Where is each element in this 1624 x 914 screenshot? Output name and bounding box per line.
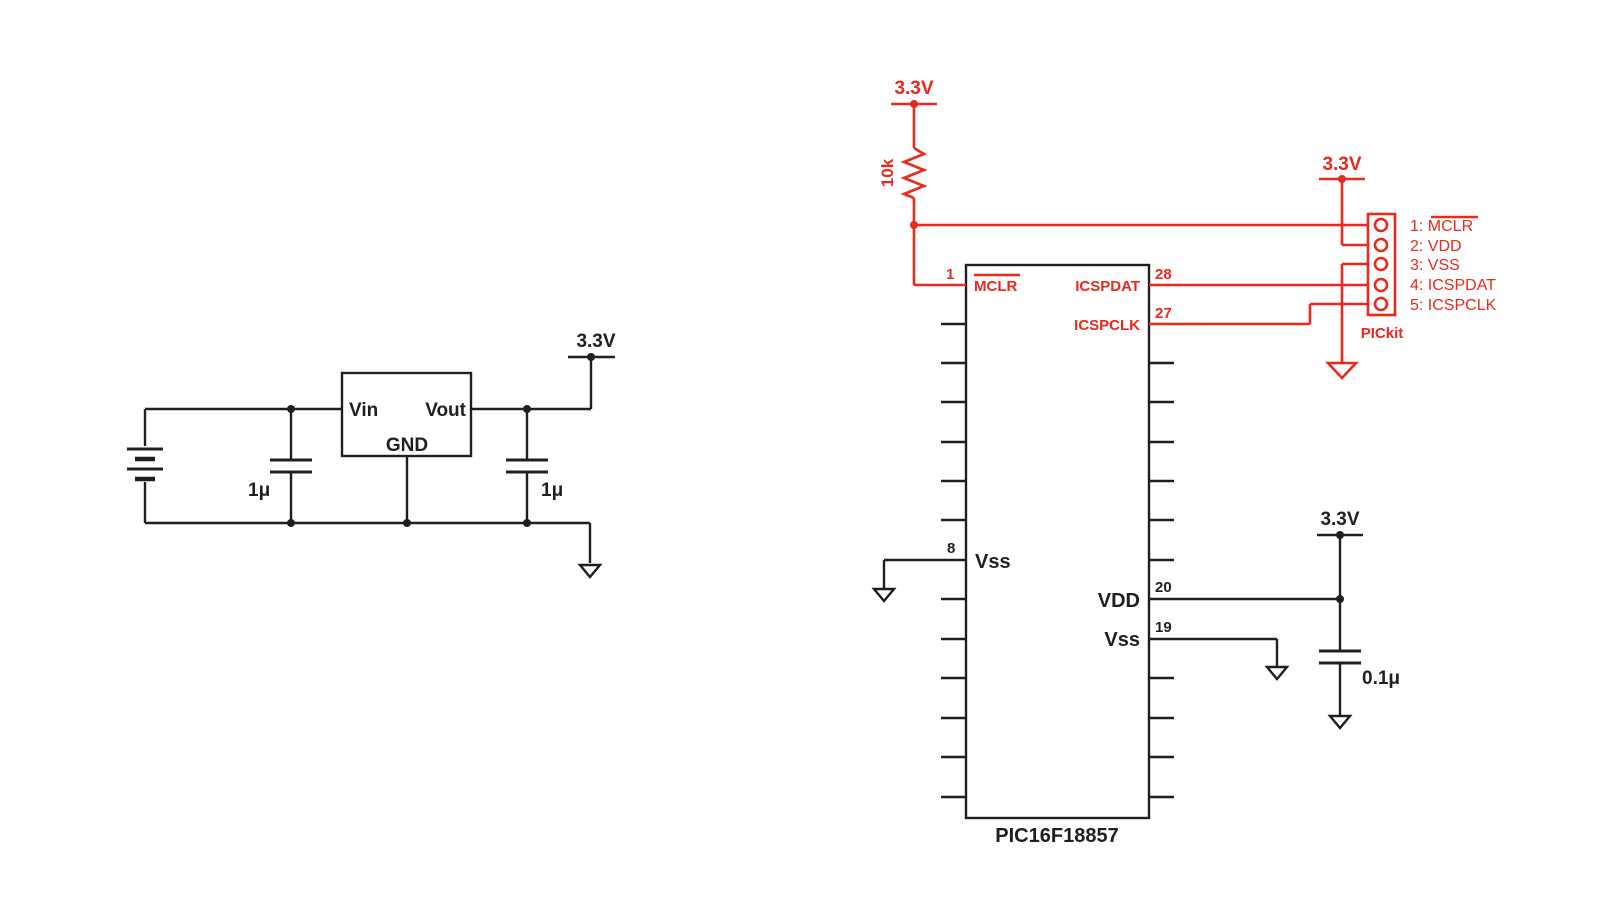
ground-symbol [1325,361,1359,380]
mcu-left-pins [941,322,966,799]
supply-wires [145,355,615,563]
regulator-box [340,371,473,458]
header-pin-label: 2: VDD [1410,238,1462,255]
regulator-vout-label: Vout [425,400,466,421]
resistor-label: 10k [878,158,897,187]
pin-8-ground-wire [882,558,941,588]
ground-symbol [1264,665,1290,681]
junction-dot [910,100,918,108]
header-pin-label: 3: VSS [1410,257,1460,274]
pin-8-name: Vss [975,551,1011,573]
header-pin-label: 4: ICSPDAT [1410,277,1496,294]
header-pin [1373,256,1389,272]
header-supply-label: 3.3V [1322,154,1361,175]
junction-dot [1336,531,1344,539]
junction-dot [523,519,531,527]
pin-28-name: ICSPDAT [1075,278,1140,295]
capacitor-input-label: 1μ [248,480,270,501]
header-name: PICkit [1361,325,1404,342]
junction-dot [523,405,531,413]
header-vdd-wire [1319,177,1368,247]
mcu-body [964,263,1151,820]
junction-dot [910,221,918,229]
icsp-wires [1149,283,1368,326]
header-pin [1373,277,1389,293]
header-pin [1373,237,1389,253]
capacitor-input [270,409,312,523]
regulator-gnd-label: GND [386,435,428,456]
decoupling-capacitor [1317,533,1363,715]
capacitor-output-label: 1μ [541,480,563,501]
header-vss-wire [1340,262,1368,362]
pin-19-number: 19 [1155,619,1172,636]
pin-19-name: Vss [1104,629,1140,651]
junction-dot [403,519,411,527]
pin-1-name: MCLR [974,278,1017,295]
junction-dot [1338,175,1346,183]
mcu-part-name: PIC16F18857 [995,825,1118,847]
pin-27-number: 27 [1155,305,1172,322]
pin-27-name: ICSPCLK [1074,317,1140,334]
junction-dot [287,405,295,413]
mcu-section: 3.3V 0.1μ 8 Vss 20 VDD 19 Vss PIC16F1885… [871,263,1400,847]
ground-symbol [871,587,897,603]
resistor-10k [900,146,928,200]
ground-symbol [577,563,603,579]
programming-section: 3.3V 10k 3.3V PICkit 1: MCLR 2: VDD 3: V… [878,78,1497,380]
pin-20-number: 20 [1155,579,1172,596]
pullup-supply-label: 3.3V [894,78,933,99]
power-supply-section: Vin Vout GND 3.3V 1μ 1μ [127,331,616,579]
battery-symbol [127,409,163,523]
capacitor-output [506,409,548,523]
header-pin [1373,217,1389,233]
decoupling-capacitor-label: 0.1μ [1362,668,1400,689]
header-pin [1373,296,1389,312]
pin-8-number: 8 [947,540,955,557]
regulator-supply-label: 3.3V [576,331,615,352]
pin-20-name: VDD [1098,590,1140,612]
vdd-vss-wires [1149,597,1340,666]
junction-dot [587,353,595,361]
junction-dot [287,519,295,527]
mcu-right-pins [1149,361,1174,799]
header-pin-label: 5: ICSPCLK [1410,297,1497,314]
junction-dot [1336,595,1344,603]
pin-1-number: 1 [946,266,954,283]
decoupling-supply-label: 3.3V [1320,509,1359,530]
pullup-wires [891,102,1368,287]
header-pin-label: 1: MCLR [1410,218,1473,235]
ground-symbol [1327,714,1353,730]
regulator-vin-label: Vin [349,400,378,421]
pickit-header [1366,212,1397,317]
pin-28-number: 28 [1155,266,1172,283]
